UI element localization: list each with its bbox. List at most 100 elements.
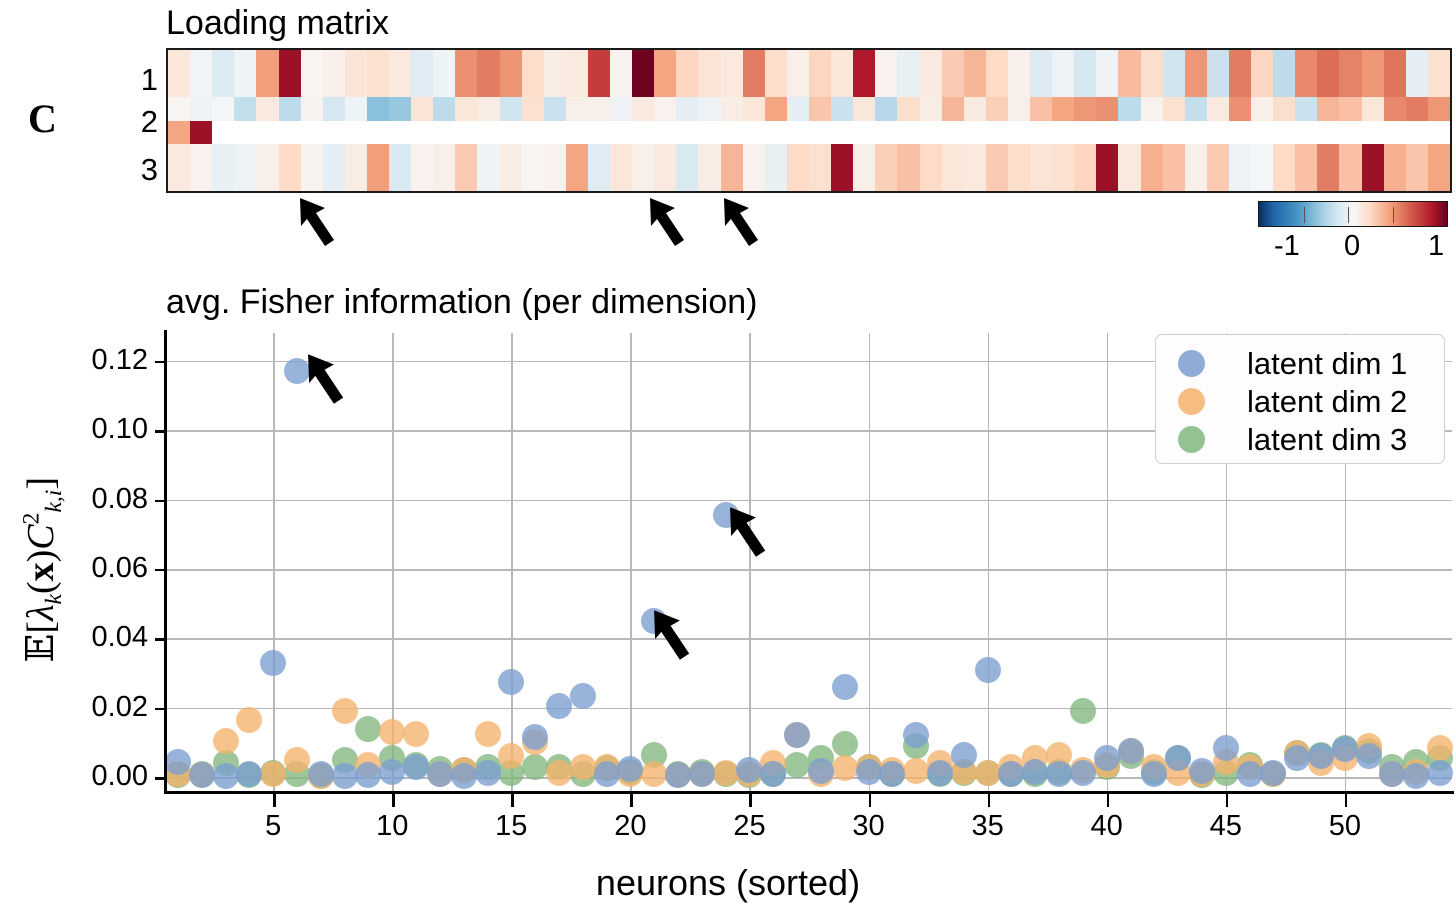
scatter-point: [712, 759, 739, 786]
x-axis-tick-label: 25: [733, 810, 766, 842]
heatmap-cell: [1118, 50, 1141, 97]
heatmap-cell: [1052, 50, 1075, 97]
heatmap-cell: [831, 144, 854, 191]
scatter-point: [474, 759, 501, 786]
heatmap-cell: [234, 144, 257, 191]
heatmap-cell: [322, 50, 345, 97]
heatmap-cell: [1206, 144, 1229, 191]
scatter-point: [974, 656, 1001, 683]
heatmap-cell: [411, 144, 434, 191]
heatmap-cell: [1074, 97, 1097, 121]
legend-label: latent dim 1: [1247, 345, 1408, 381]
heatmap-cell: [1361, 144, 1384, 191]
heatmap-cell: [1383, 144, 1406, 191]
heatmap-cell: [919, 144, 942, 191]
x-axis-tick: [630, 794, 633, 807]
heatmap-cell: [521, 50, 544, 97]
heatmap-cell: [389, 144, 412, 191]
legend-item[interactable]: latent dim 1: [1156, 344, 1444, 382]
heatmap-cell: [1007, 50, 1031, 97]
heatmap-cell: [587, 97, 611, 121]
scatter-point: [1236, 760, 1263, 787]
heatmap-cell: [168, 144, 191, 191]
heatmap-cell: [499, 50, 522, 97]
heatmap-cell: [1184, 50, 1207, 97]
heatmap-cell: [587, 50, 611, 97]
legend-item[interactable]: latent dim 2: [1156, 382, 1444, 420]
heatmap-cell: [1361, 50, 1384, 97]
gridline-vertical: [1106, 333, 1109, 791]
x-axis-tick-label: 45: [1209, 810, 1242, 842]
scatter-point: [1117, 738, 1144, 765]
heatmap-cell: [1405, 50, 1428, 97]
heatmap-cell: [1228, 144, 1252, 191]
scatter-point: [283, 358, 310, 385]
gridline-vertical: [392, 333, 394, 791]
y-axis-tick-label: 0.08: [91, 482, 148, 515]
heatmap-cell: [1030, 144, 1053, 191]
scatter-point: [1141, 760, 1168, 787]
heatmap-cell: [300, 97, 323, 121]
heatmap-row: [168, 144, 1450, 191]
loading-matrix-heatmap: [166, 48, 1452, 193]
gridline-horizontal: [166, 638, 1452, 640]
scatter-point: [1069, 759, 1096, 786]
scatter-point: [855, 758, 882, 785]
heatmap-cell: [477, 97, 500, 121]
x-axis-tick-label: 15: [495, 810, 528, 842]
heatmap-cell: [278, 97, 301, 121]
scatter-point: [522, 724, 549, 751]
scatter-point: [355, 762, 382, 789]
heatmap-cell: [1251, 50, 1274, 97]
y-axis-tick-label: 0.02: [91, 690, 148, 723]
scatter-point: [688, 761, 715, 788]
heatmap-cell: [676, 144, 699, 191]
heatmap-cell: [190, 97, 213, 121]
loading-matrix-title: Loading matrix: [166, 4, 390, 42]
scatter-point: [260, 649, 287, 676]
heatmap-cell: [654, 144, 677, 191]
heatmap-cell: [853, 50, 876, 97]
heatmap-cell: [1030, 97, 1053, 121]
scatter-point: [760, 760, 787, 787]
scatter-point: [1427, 759, 1454, 786]
heatmap-cell: [698, 50, 721, 97]
heatmap-cell: [831, 50, 854, 97]
heatmap-cell: [344, 97, 367, 121]
heatmap-cell: [610, 97, 633, 121]
heatmap-cell: [1405, 144, 1428, 191]
heatmap-row-label-3: 3: [140, 152, 158, 187]
scatter-point: [1188, 757, 1215, 784]
heatmap-cell: [543, 50, 566, 97]
gridline-vertical: [511, 333, 513, 791]
heatmap-cell: [1118, 97, 1141, 121]
scatter-point: [593, 760, 620, 787]
heatmap-cell: [1383, 97, 1406, 121]
scatter-point: [617, 756, 644, 783]
x-axis-tick-label: 10: [376, 810, 409, 842]
scatter-point: [283, 746, 310, 773]
heatmap-cell: [698, 97, 721, 121]
heatmap-row-label-1: 1: [140, 62, 158, 97]
scatter-point: [1427, 734, 1454, 761]
heatmap-cell: [565, 144, 588, 191]
heatmap-cell: [499, 97, 522, 121]
heatmap-cell: [963, 50, 986, 97]
legend-item[interactable]: latent dim 3: [1156, 420, 1444, 458]
gridline-vertical: [987, 333, 990, 791]
scatter-point: [212, 762, 239, 789]
heatmap-cell: [212, 144, 235, 191]
colorbar: [1258, 201, 1448, 227]
heatmap-cell: [433, 97, 456, 121]
scatter-point: [545, 692, 572, 719]
scatter-point: [641, 760, 668, 787]
x-axis-tick: [273, 794, 276, 807]
scatter-point: [903, 757, 930, 784]
scatter-point: [188, 762, 215, 789]
scatter-point: [926, 759, 953, 786]
heatmap-cell: [985, 50, 1008, 97]
heatmap-cell: [720, 144, 743, 191]
heatmap-cell: [411, 50, 434, 97]
scatter-point: [879, 761, 906, 788]
gridline-vertical: [273, 333, 275, 791]
